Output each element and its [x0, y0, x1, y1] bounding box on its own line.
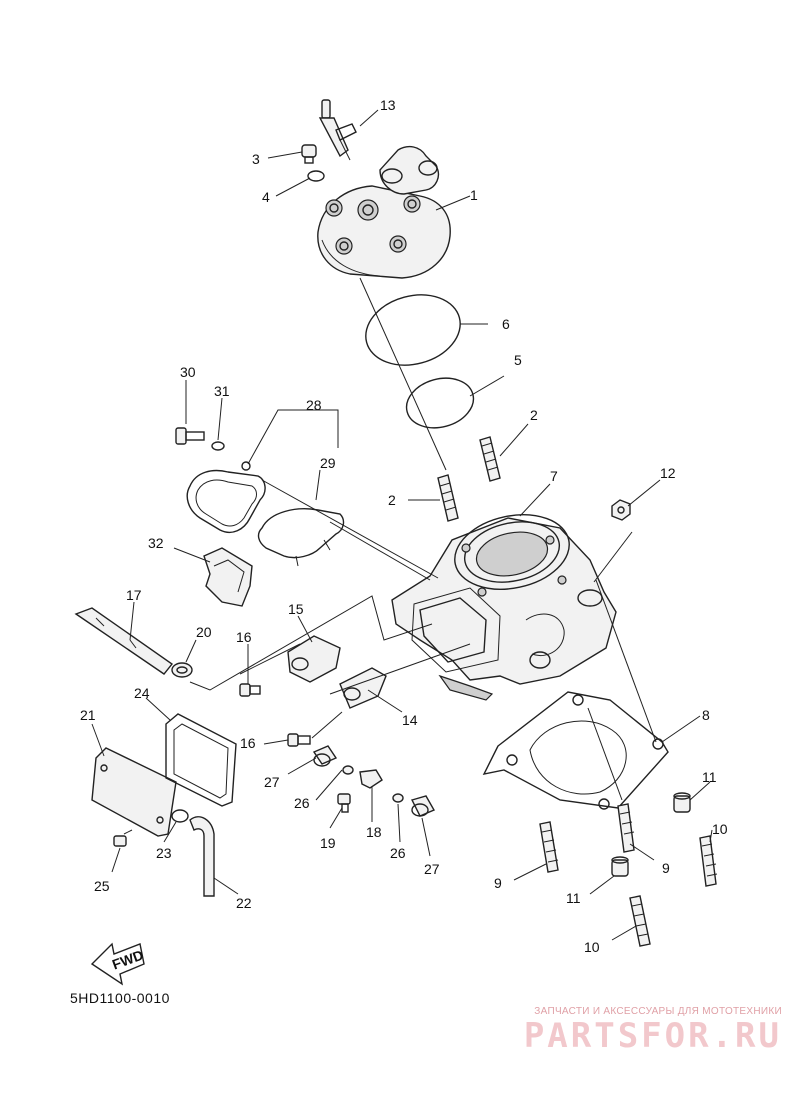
callout-10: 10 [584, 939, 600, 955]
callout-26: 26 [390, 845, 406, 861]
bushing-part [410, 795, 435, 817]
callout-18: 18 [366, 824, 382, 840]
callout-22: 22 [236, 895, 252, 911]
callout-numbers: 1 2 2 3 4 5 6 7 8 9 9 10 10 11 11 12 13 … [80, 97, 728, 955]
bolt-part [113, 829, 133, 847]
callout-19: 19 [320, 835, 336, 851]
callout-23: 23 [156, 845, 172, 861]
valve-cover-gasket-part [257, 508, 345, 567]
bracket-part [359, 769, 383, 789]
callout-30: 30 [180, 364, 196, 380]
collar-part [342, 765, 354, 775]
cylinder-part [391, 514, 617, 701]
callout-3: 3 [252, 151, 260, 167]
callout-1: 1 [470, 187, 478, 203]
callout-28: 28 [306, 397, 322, 413]
bolt-part [239, 683, 261, 697]
head-bolt-part [301, 144, 317, 164]
callout-10: 10 [712, 821, 728, 837]
watermark-tagline: ЗАПЧАСТИ И АКСЕССУАРЫ ДЛЯ МОТОТЕХНИКИ [534, 1006, 782, 1017]
stud-bolt-part [629, 895, 651, 947]
o-ring-large-part [365, 294, 461, 366]
callout-32: 32 [148, 535, 164, 551]
stud-bolt-part [699, 835, 718, 887]
stud-bolt-part [617, 803, 635, 853]
callout-15: 15 [288, 601, 304, 617]
callout-31: 31 [214, 383, 230, 399]
hose-clamp-part [171, 809, 189, 823]
callout-20: 20 [196, 624, 212, 640]
stud-bolt-part [539, 821, 559, 873]
valve-holder-part [203, 547, 253, 607]
diagram-code-label: 5HD1100-0010 [70, 990, 170, 1006]
site-watermark: ЗАПЧАСТИ И АКСЕССУАРЫ ДЛЯ МОТОТЕХНИКИ PA… [482, 1006, 782, 1055]
forward-arrow-icon: FWD [90, 942, 145, 986]
bolt-part [337, 793, 351, 813]
flange-nut-part [673, 792, 691, 813]
callout-leaders [91, 109, 713, 941]
callout-9: 9 [662, 860, 670, 876]
callout-7: 7 [550, 468, 558, 484]
o-ring-small-part [405, 377, 475, 429]
valve-cover-gasket-part [186, 461, 266, 534]
bushing-part [171, 662, 193, 678]
callout-24: 24 [134, 685, 150, 701]
bolt-part [175, 427, 205, 445]
callout-16: 16 [240, 735, 256, 751]
callout-6: 6 [502, 316, 510, 332]
exhaust-valve-part [287, 635, 341, 683]
washer-part [211, 441, 225, 451]
washer-part [307, 170, 325, 182]
callout-8: 8 [702, 707, 710, 723]
callout-9: 9 [494, 875, 502, 891]
callout-29: 29 [320, 455, 336, 471]
callout-16: 16 [236, 629, 252, 645]
cover-gasket-part [165, 713, 237, 807]
cylinder-head-part [317, 145, 451, 279]
valve-shaft-part [74, 607, 174, 675]
fwd-label: FWD [110, 947, 145, 973]
collar-part [392, 793, 404, 803]
callout-17: 17 [126, 587, 142, 603]
bolt-part [287, 733, 311, 747]
stud-bolt-part [479, 436, 501, 482]
breather-hose-part [189, 816, 215, 897]
callout-27: 27 [264, 774, 280, 790]
callout-5: 5 [514, 352, 522, 368]
callout-2: 2 [530, 407, 538, 423]
callout-27: 27 [424, 861, 440, 877]
nut-part [611, 499, 631, 521]
callout-14: 14 [402, 712, 418, 728]
bushing-part [312, 745, 338, 767]
stud-bolt-part [437, 474, 459, 522]
cylinder-base-gasket-part [482, 691, 669, 810]
side-cover-part [91, 747, 177, 837]
spark-plug-part [318, 99, 357, 161]
callout-11: 11 [566, 890, 581, 906]
callout-4: 4 [262, 189, 270, 205]
callout-2: 2 [388, 492, 396, 508]
callout-26: 26 [294, 795, 310, 811]
callout-13: 13 [380, 97, 396, 113]
watermark-brand-logo: PARTSFOR.RU [523, 1016, 782, 1056]
callout-25: 25 [94, 878, 110, 894]
callout-11: 11 [702, 769, 717, 785]
callout-21: 21 [80, 707, 96, 723]
callout-12: 12 [660, 465, 676, 481]
flange-nut-part [611, 856, 629, 877]
